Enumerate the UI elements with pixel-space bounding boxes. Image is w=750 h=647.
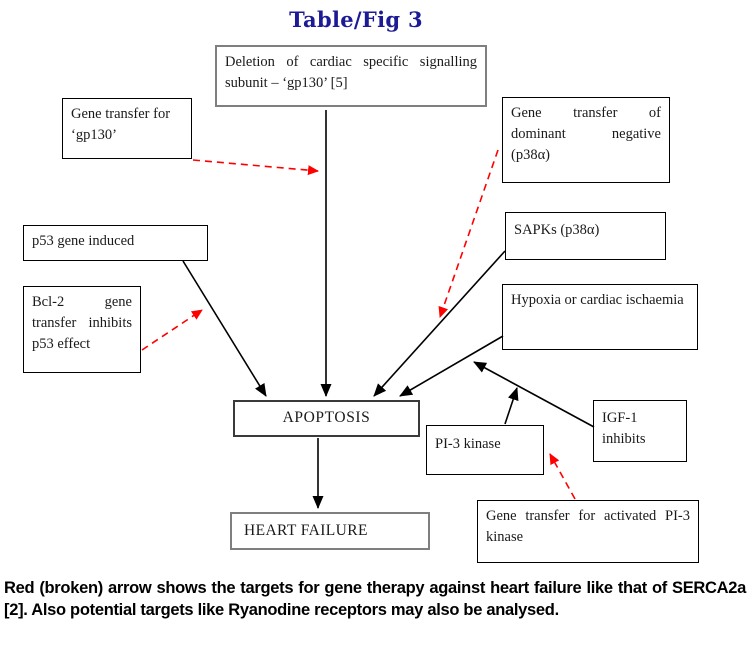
box-hypoxia-or-cardiac-ischaemia: Hypoxia or cardiac ischaemia bbox=[502, 284, 698, 350]
box-heart-failure: HEART FAILURE bbox=[230, 512, 430, 550]
box-gene-transfer-dominant-negative: Gene transfer of dominant negative (p38α… bbox=[502, 97, 670, 183]
box-gene-transfer-activated-pi3: Gene transfer for activated PI-3 kinase bbox=[477, 500, 699, 563]
arrow-sapks-to-apoptosis bbox=[373, 250, 506, 397]
box-igf1-inhibits: IGF-1 inhibits bbox=[593, 400, 687, 462]
arrow-hypoxia-to-apoptosis bbox=[399, 335, 504, 397]
figure-caption: Red (broken) arrow shows the targets for… bbox=[4, 579, 746, 619]
arrow-pi3-kinase-line bbox=[504, 387, 519, 425]
box-p53-gene-induced: p53 gene induced bbox=[23, 225, 208, 261]
arrow-p53-to-apoptosis bbox=[182, 260, 267, 397]
arrow-gp130-gene-therapy-target bbox=[192, 159, 319, 176]
box-apoptosis: APOPTOSIS bbox=[233, 400, 420, 437]
arrow-bcl2-gene-therapy-target bbox=[141, 309, 203, 351]
box-pi3-kinase: PI-3 kinase bbox=[426, 425, 544, 475]
arrow-pi3-gene-therapy-target bbox=[549, 453, 576, 500]
box-sapks-p38a: SAPKs (p38α) bbox=[505, 212, 666, 260]
box-deletion-gp130: Deletion of cardiac specific signalling … bbox=[215, 45, 487, 107]
box-bcl2-gene-transfer: Bcl-2 gene transfer inhibits p53 effect bbox=[23, 286, 141, 373]
figure-title: Table/Fig 3 bbox=[289, 7, 423, 32]
box-gene-transfer-gp130: Gene transfer for ‘gp130’ bbox=[62, 98, 192, 159]
arrow-p38-gene-therapy-target bbox=[438, 149, 499, 318]
arrow-igf1-inhibits-line bbox=[473, 361, 595, 428]
